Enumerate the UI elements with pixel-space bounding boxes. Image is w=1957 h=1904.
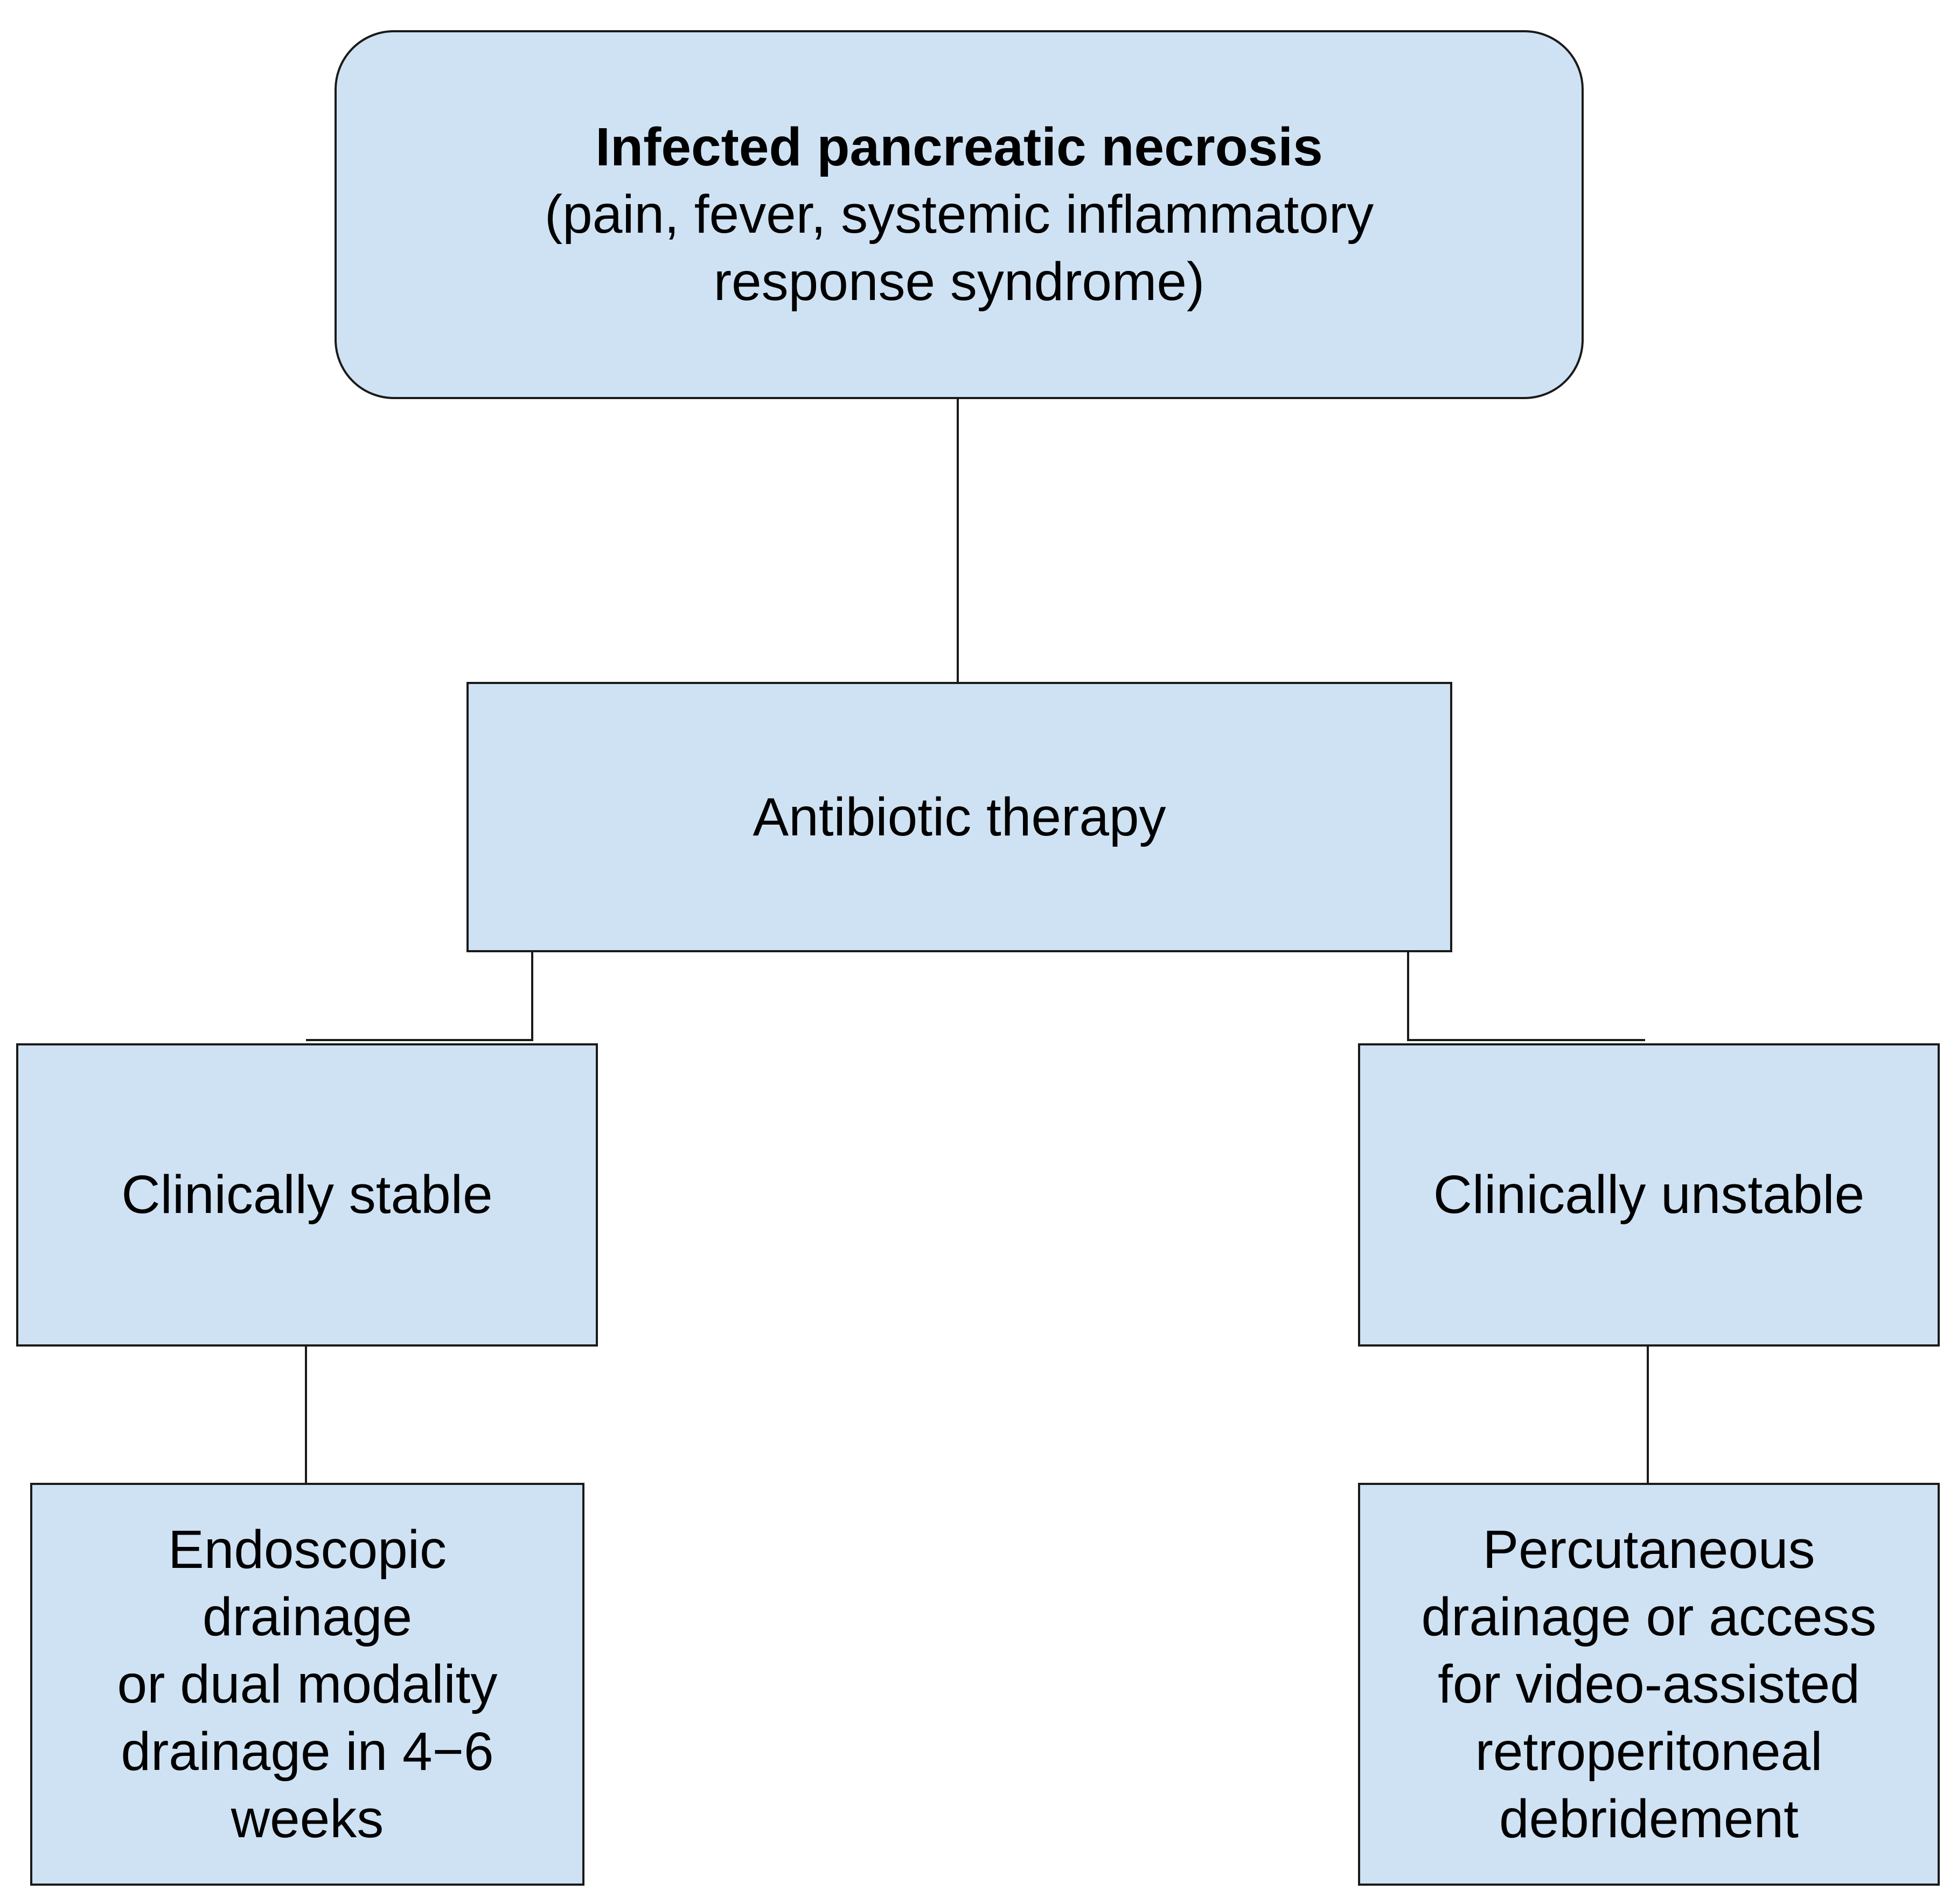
edge-antibiotic-to-unstable	[1407, 952, 1645, 1041]
node-percutaneous-line-1: Percutaneous	[1482, 1519, 1815, 1580]
node-antibiotic-label: Antibiotic therapy	[753, 786, 1166, 847]
node-percutaneous-drainage: Percutaneous drainage or access for vide…	[1358, 1483, 1940, 1886]
node-stable-label: Clinically stable	[121, 1164, 493, 1225]
node-endoscopic-line-4: drainage in 4−6	[121, 1721, 494, 1782]
node-endoscopic-line-5: weeks	[231, 1788, 384, 1849]
node-root-line-2: response syndrome)	[713, 252, 1205, 312]
node-clinically-unstable: Clinically unstable	[1358, 1043, 1940, 1347]
node-clinically-stable: Clinically stable	[16, 1043, 598, 1347]
node-infected-pancreatic-necrosis: Infected pancreatic necrosis (pain, feve…	[335, 30, 1584, 399]
node-unstable-label: Clinically unstable	[1433, 1164, 1865, 1225]
node-root-line-1: (pain, fever, systemic inflammatory	[544, 184, 1374, 245]
node-percutaneous-line-3: for video-assisted	[1438, 1654, 1860, 1714]
node-percutaneous-line-4: retroperitoneal	[1475, 1721, 1823, 1782]
node-endoscopic-line-1: Endoscopic	[168, 1519, 447, 1580]
node-endoscopic-drainage: Endoscopic drainage or dual modality dra…	[30, 1483, 584, 1886]
node-antibiotic-therapy: Antibiotic therapy	[466, 682, 1452, 952]
edge-antibiotic-to-stable	[306, 952, 533, 1041]
node-endoscopic-line-2: drainage	[202, 1586, 413, 1647]
node-endoscopic-line-3: or dual modality	[117, 1654, 498, 1714]
node-root-title: Infected pancreatic necrosis	[595, 117, 1323, 177]
node-percutaneous-line-5: debridement	[1499, 1788, 1799, 1849]
node-percutaneous-line-2: drainage or access	[1421, 1586, 1877, 1647]
